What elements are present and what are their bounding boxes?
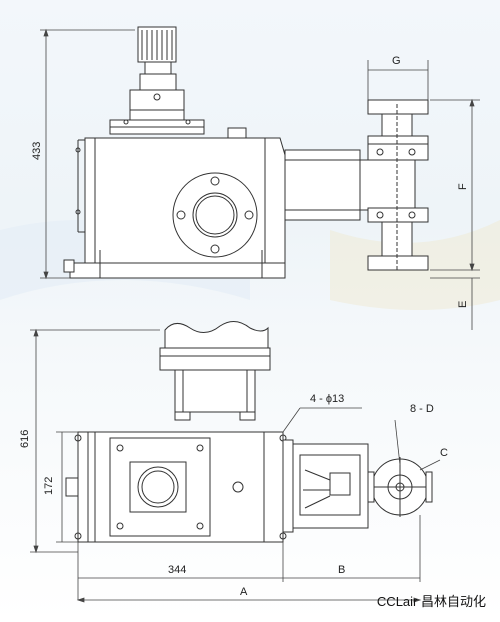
dim-F: F xyxy=(457,183,469,190)
pump-head xyxy=(359,159,416,211)
front-elevation xyxy=(63,26,429,279)
dim-616: 616 xyxy=(19,430,31,448)
flange-holes-label: 8 - D xyxy=(410,403,434,415)
base-plate xyxy=(69,262,286,279)
dim-344: 344 xyxy=(168,564,186,576)
plan-dimensions xyxy=(30,328,441,603)
front-dimensions xyxy=(40,28,480,330)
dim-C: C xyxy=(440,447,448,459)
dim-E: E xyxy=(457,301,469,308)
flange xyxy=(172,172,258,258)
dim-172: 172 xyxy=(43,477,55,495)
holes-label: 4 - ϕ13 xyxy=(310,393,344,405)
dim-G: G xyxy=(392,55,401,67)
dim-433: 433 xyxy=(31,142,43,160)
dim-A: A xyxy=(240,586,248,598)
plan-view xyxy=(65,321,433,543)
brand-watermark: CCLair 昌林自动化 xyxy=(376,594,486,609)
dim-B: B xyxy=(338,564,345,576)
